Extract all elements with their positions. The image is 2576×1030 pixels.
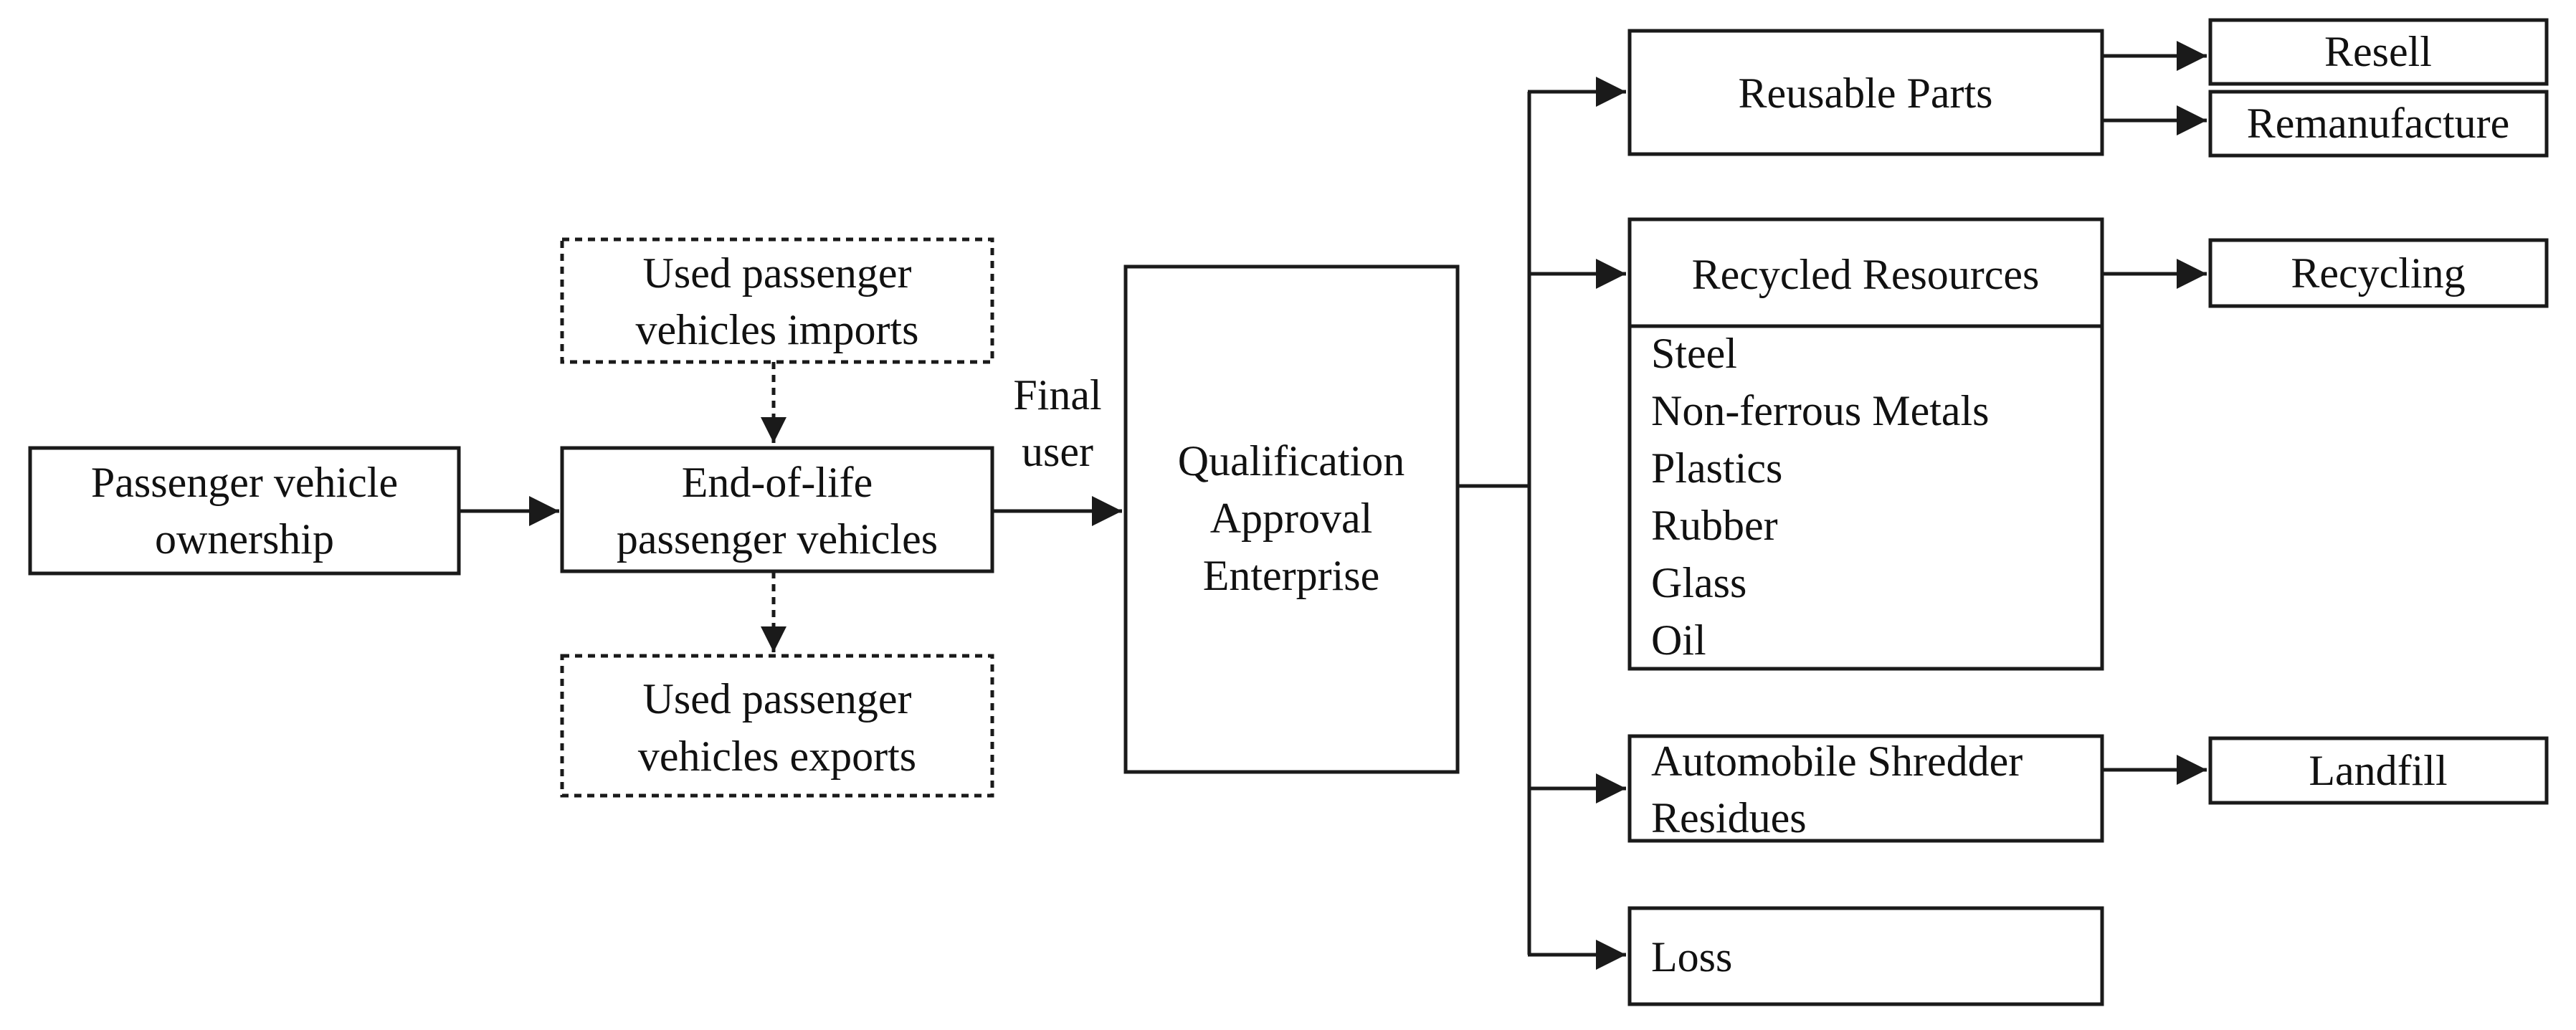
- node-exports-line1: Used passenger: [643, 675, 912, 723]
- material-item: Oil: [1651, 616, 1706, 664]
- node-loss: Loss: [1627, 906, 2104, 1006]
- connectors: [459, 41, 2207, 970]
- node-shredder-line1: Automobile Shredder: [1651, 738, 2023, 785]
- node-resell-label: Resell: [2324, 28, 2432, 75]
- material-item: Non-ferrous Metals: [1651, 387, 1990, 434]
- node-shredder-line2: Residues: [1651, 794, 1807, 841]
- node-recycled-resources: Recycled Resources Steel Non-ferrous Met…: [1627, 217, 2104, 671]
- edge-label-final-user: Final user: [1013, 371, 1101, 475]
- node-recycling: Recycling: [2208, 238, 2549, 308]
- node-recycling-label: Recycling: [2291, 249, 2465, 297]
- node-landfill: Landfill: [2208, 736, 2549, 805]
- node-reusable-parts: Reusable Parts: [1627, 29, 2104, 156]
- node-enterprise: Qualification Approval Enterprise: [1123, 264, 1460, 774]
- node-ownership-line1: Passenger vehicle: [91, 459, 398, 506]
- node-eol: End-of-life passenger vehicles: [560, 446, 994, 573]
- node-recycled-label: Recycled Resources: [1692, 251, 2040, 298]
- node-landfill-label: Landfill: [2309, 747, 2447, 794]
- node-remanufacture: Remanufacture: [2208, 90, 2549, 158]
- node-ownership: Passenger vehicle ownership: [28, 446, 461, 576]
- node-enterprise-line1: Qualification: [1178, 437, 1405, 485]
- node-imports-line2: vehicles imports: [636, 306, 919, 353]
- node-exports-line2: vehicles exports: [638, 733, 916, 780]
- node-eol-line1: End-of-life: [682, 459, 873, 506]
- node-imports: Used passenger vehicles imports: [560, 237, 994, 364]
- material-item: Steel: [1651, 330, 1737, 377]
- node-exports: Used passenger vehicles exports: [560, 654, 994, 798]
- node-loss-label: Loss: [1651, 933, 1732, 981]
- final-user-line2: user: [1022, 428, 1093, 475]
- node-enterprise-line2: Approval: [1210, 495, 1373, 542]
- node-eol-line2: passenger vehicles: [617, 515, 938, 563]
- node-enterprise-line3: Enterprise: [1203, 552, 1380, 599]
- node-reusable-label: Reusable Parts: [1739, 70, 1993, 117]
- node-ownership-line2: ownership: [155, 515, 334, 563]
- material-item: Plastics: [1651, 444, 1782, 492]
- final-user-line1: Final: [1013, 371, 1101, 419]
- node-remanufacture-label: Remanufacture: [2247, 100, 2509, 147]
- node-resell: Resell: [2208, 18, 2549, 86]
- node-imports-line1: Used passenger: [643, 249, 912, 297]
- material-item: Rubber: [1651, 502, 1778, 549]
- node-shredder-residues: Automobile Shredder Residues: [1627, 734, 2104, 843]
- material-item: Glass: [1651, 559, 1746, 606]
